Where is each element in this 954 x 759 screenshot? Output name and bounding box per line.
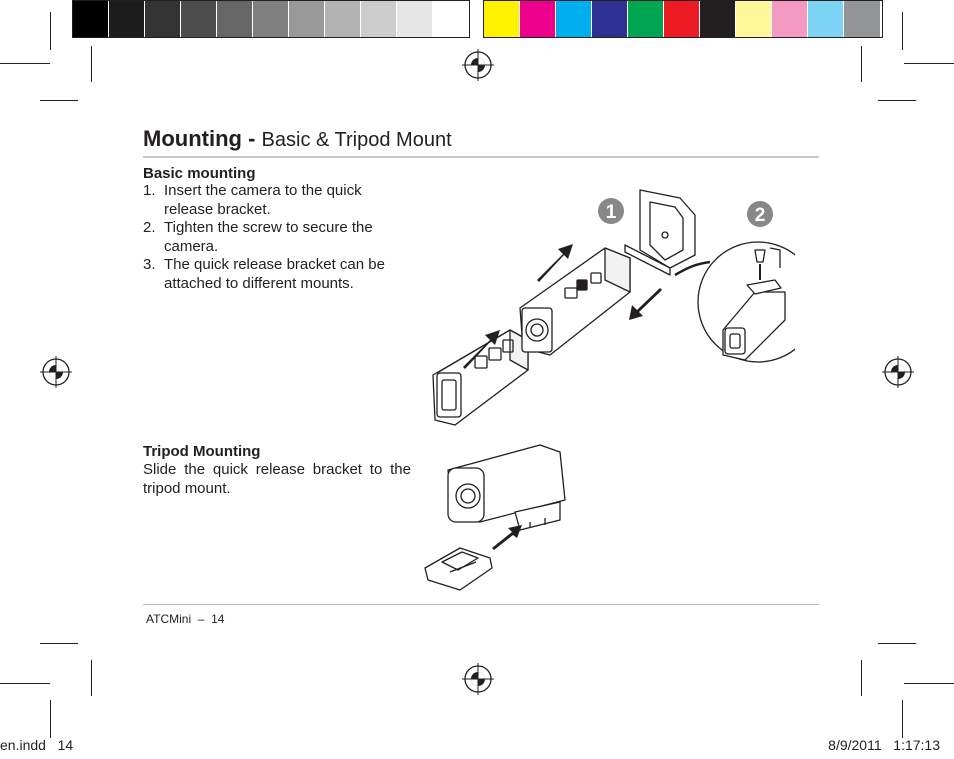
color-swatch bbox=[484, 1, 520, 37]
basic-mounting-steps: 1. Insert the camera to the quick release… bbox=[143, 182, 403, 293]
step-2-badge: 2 bbox=[747, 201, 773, 227]
step-item: 3. The quick release bracket can be attac… bbox=[143, 256, 403, 293]
gray-swatch bbox=[217, 1, 253, 37]
step-number: 2. bbox=[143, 219, 156, 236]
step-1-badge: 1 bbox=[598, 198, 624, 224]
slug-date-time: 8/9/2011 1:17:13 bbox=[828, 737, 940, 753]
color-swatch bbox=[592, 1, 628, 37]
basic-mounting-heading: Basic mounting bbox=[143, 165, 256, 182]
slug-file-name: en.indd 14 bbox=[0, 737, 74, 753]
step-item: 2. Tighten the screw to secure the camera… bbox=[143, 219, 403, 256]
step-item: 1. Insert the camera to the quick release… bbox=[143, 182, 403, 219]
step-text: The quick release bracket can be attache… bbox=[164, 256, 385, 292]
slide-arrow bbox=[492, 525, 522, 550]
gray-swatch bbox=[397, 1, 433, 37]
step-text: Insert the camera to the quick release b… bbox=[164, 182, 362, 218]
gray-swatch bbox=[181, 1, 217, 37]
footer-rule bbox=[143, 604, 819, 605]
color-swatch bbox=[664, 1, 700, 37]
title-subtitle: Basic & Tripod Mount bbox=[261, 129, 452, 151]
gray-swatch bbox=[289, 1, 325, 37]
color-swatch bbox=[520, 1, 556, 37]
gray-swatch bbox=[145, 1, 181, 37]
quick-release-bracket bbox=[624, 189, 696, 276]
gray-swatch bbox=[325, 1, 361, 37]
color-bar bbox=[483, 0, 883, 38]
step-text: Tighten the screw to secure the camera. bbox=[164, 219, 373, 255]
step-number: 1. bbox=[143, 182, 156, 199]
gray-swatch bbox=[253, 1, 289, 37]
tripod-mounting-illustration bbox=[424, 444, 566, 591]
page-title: Mounting - Basic & Tripod Mount bbox=[143, 126, 452, 152]
title-main: Mounting - bbox=[143, 126, 256, 151]
color-swatch bbox=[736, 1, 772, 37]
color-swatch bbox=[772, 1, 808, 37]
step-2-label: 2 bbox=[755, 205, 766, 226]
registration-mark-top bbox=[462, 49, 494, 81]
tripod-plate bbox=[424, 547, 493, 591]
gray-swatch bbox=[433, 1, 469, 37]
color-swatch bbox=[628, 1, 664, 37]
tripod-mounting-text: Slide the quick release bracket to the t… bbox=[143, 461, 411, 497]
color-swatch bbox=[844, 1, 880, 37]
tripod-mounting-heading: Tripod Mounting bbox=[143, 443, 261, 460]
gray-swatch bbox=[361, 1, 397, 37]
color-swatch bbox=[808, 1, 844, 37]
camera-lower bbox=[432, 329, 529, 426]
arrows bbox=[463, 244, 662, 369]
camera-on-bracket bbox=[447, 444, 566, 531]
step-number: 3. bbox=[143, 256, 156, 273]
step-1-label: 1 bbox=[606, 202, 617, 223]
grayscale-bar bbox=[72, 0, 470, 38]
basic-mounting-illustration: 1 2 bbox=[432, 189, 795, 426]
registration-mark-right bbox=[882, 356, 914, 388]
gray-swatch bbox=[109, 1, 145, 37]
color-swatch bbox=[556, 1, 592, 37]
title-rule bbox=[143, 156, 819, 158]
detail-zoom bbox=[697, 241, 795, 363]
gray-swatch bbox=[73, 1, 109, 37]
camera-upper bbox=[519, 247, 631, 356]
footer-text: ATCMini – 14 bbox=[146, 612, 225, 626]
color-swatch bbox=[700, 1, 736, 37]
registration-mark-bottom bbox=[462, 663, 494, 695]
registration-mark-left bbox=[40, 356, 72, 388]
